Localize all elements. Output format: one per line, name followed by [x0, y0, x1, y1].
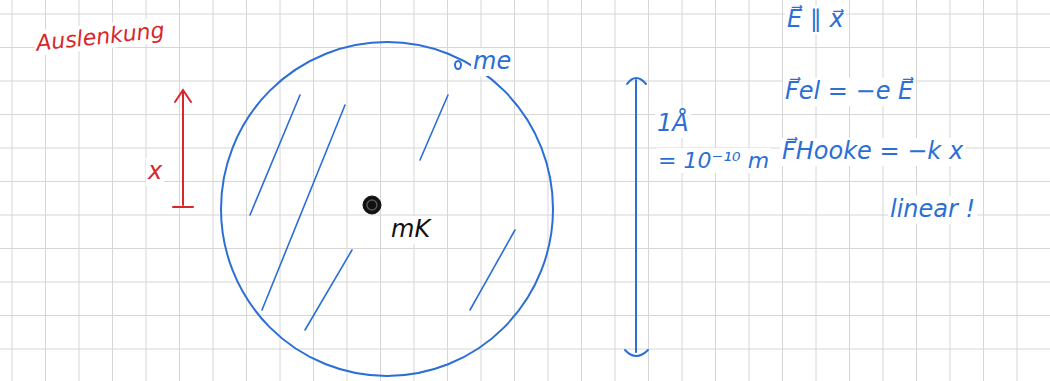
electron-dot — [455, 61, 461, 69]
displacement-arrow — [173, 90, 193, 207]
grid-line — [179, 0, 180, 381]
grid-line — [280, 0, 281, 381]
grid-line — [313, 0, 314, 381]
grid-line — [112, 0, 113, 381]
electric-force: F⃗el = −e E⃗ — [783, 78, 915, 106]
linear-note: linear ! — [888, 196, 977, 224]
grid-line — [414, 0, 415, 381]
grid-line — [983, 0, 984, 381]
grid-line — [581, 0, 582, 381]
grid-line — [213, 0, 214, 381]
nucleus-dot — [363, 196, 381, 214]
atom-sphere: mK me — [219, 40, 555, 381]
grid-line — [146, 0, 147, 381]
grid-line — [246, 0, 247, 381]
grid-line — [79, 0, 80, 381]
grid-line — [648, 0, 649, 381]
displacement-label: Auslenkung — [33, 17, 168, 56]
nucleus-mass: mK — [389, 216, 432, 244]
grid-line — [347, 0, 348, 381]
grid-line — [749, 0, 750, 381]
grid-line — [0, 47, 1050, 48]
electron-mass: me — [471, 48, 513, 76]
grid-line — [715, 0, 716, 381]
axis-label: x — [146, 158, 164, 186]
grid-line — [950, 0, 951, 381]
grid-line — [548, 0, 549, 381]
grid-line — [0, 14, 1050, 15]
size-value: 1Å — [655, 110, 691, 138]
hatching — [250, 95, 515, 330]
grid-line — [916, 0, 917, 381]
atom-circle — [221, 42, 553, 376]
grid-line — [380, 0, 381, 381]
hooke-force: F⃗Hooke = −k x — [780, 138, 965, 166]
grid-line — [0, 282, 1050, 283]
nucleus-ring — [367, 200, 377, 210]
size-bracket — [625, 78, 648, 356]
grid-line — [12, 0, 13, 381]
atom-outline — [219, 40, 555, 381]
grid-line — [883, 0, 884, 381]
grid-line — [0, 248, 1050, 249]
grid-line — [816, 0, 817, 381]
field-direction: E⃗ ∥ x⃗ — [785, 6, 846, 34]
grid-line — [615, 0, 616, 381]
grid-line — [514, 0, 515, 381]
grid-line — [0, 315, 1050, 316]
grid-line — [782, 0, 783, 381]
grid-line — [682, 0, 683, 381]
size-conversion: = 10⁻¹⁰ m — [656, 148, 771, 173]
grid-line — [447, 0, 448, 381]
grid-line — [45, 0, 46, 381]
grid-line — [1017, 0, 1018, 381]
grid-line — [0, 349, 1050, 350]
grid-line — [849, 0, 850, 381]
